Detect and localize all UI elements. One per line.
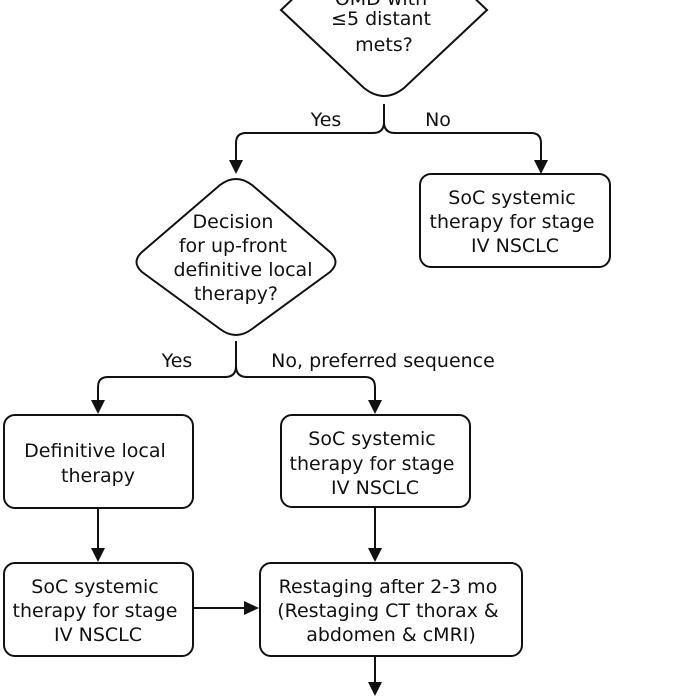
svg-text:SoC systemic therapy for: SoC systemic therapy for stage IV NSCLC [13,576,184,646]
decision-local-line-4: therapy? [194,283,278,305]
edges-down [91,507,382,562]
local-therapy-line-1: Definitive local [24,440,166,462]
edge-label-local-no: No, preferred sequence [271,350,495,372]
definitive-local-therapy-node: Definitive local therapy [3,414,194,509]
soc-systemic-top-node: SoC systemic therapy for stage IV NSCLC [419,173,611,268]
restaging-line-1: Restaging after 2-3 mo [279,576,498,598]
svg-text:Decision for up-front: Decision for up-front definitive local t… [173,211,318,305]
soc-bottom-line-3: IV NSCLC [54,624,142,646]
edge-label-omd-yes: Yes [310,109,342,131]
soc-systemic-mid-node: SoC systemic therapy for stage IV NSCLC [280,414,471,508]
decision-local-line-1: Decision [193,211,274,233]
soc-bottom-line-2: therapy for stage [13,600,178,622]
decision-local-line-2: for up-front [179,235,287,257]
edge-restage-down [368,656,382,696]
svg-text:Definitive local therapy: Definitive local therapy [24,440,172,487]
decision-omd-line-3: mets? [355,34,413,56]
edge-soc-to-restage [193,601,259,615]
edge-label-local-yes: Yes [161,350,193,372]
decision-local-therapy-node: Decision for up-front definitive local t… [135,178,337,336]
edges-from-local-decision [91,341,382,414]
decision-omd-node: OMD with ≤5 distant mets? [279,0,489,97]
local-therapy-line-2: therapy [61,465,135,487]
soc-top-line-2: therapy for stage [430,211,595,233]
decision-omd-line-2: ≤5 distant [331,8,431,30]
edges-from-omd [229,104,548,174]
decision-omd-line-1: OMD with [335,0,427,10]
restaging-line-3: abdomen & cMRI) [306,624,476,646]
soc-bottom-line-1: SoC systemic [31,576,158,598]
decision-local-line-3: definitive local [173,259,312,281]
restaging-node: Restaging after 2-3 mo (Restaging CT tho… [259,562,523,657]
edge-label-omd-no: No [425,109,451,131]
soc-mid-line-3: IV NSCLC [331,477,419,499]
soc-top-line-3: IV NSCLC [471,235,559,257]
svg-text:SoC systemic therapy for: SoC systemic therapy for stage IV NSCLC [430,187,601,257]
svg-text:Restaging after 2-3 mo (: Restaging after 2-3 mo (Restaging CT tho… [277,576,505,646]
svg-text:OMD with ≤5 distant: OMD with ≤5 distant mets? [331,0,437,56]
soc-top-line-1: SoC systemic [448,187,575,209]
svg-text:SoC systemic therapy for: SoC systemic therapy for stage IV NSCLC [290,428,461,499]
restaging-line-2: (Restaging CT thorax & [277,600,499,622]
soc-mid-line-2: therapy for stage [290,453,455,475]
soc-mid-line-1: SoC systemic [308,428,435,450]
soc-systemic-bottom-node: SoC systemic therapy for stage IV NSCLC [3,562,194,657]
